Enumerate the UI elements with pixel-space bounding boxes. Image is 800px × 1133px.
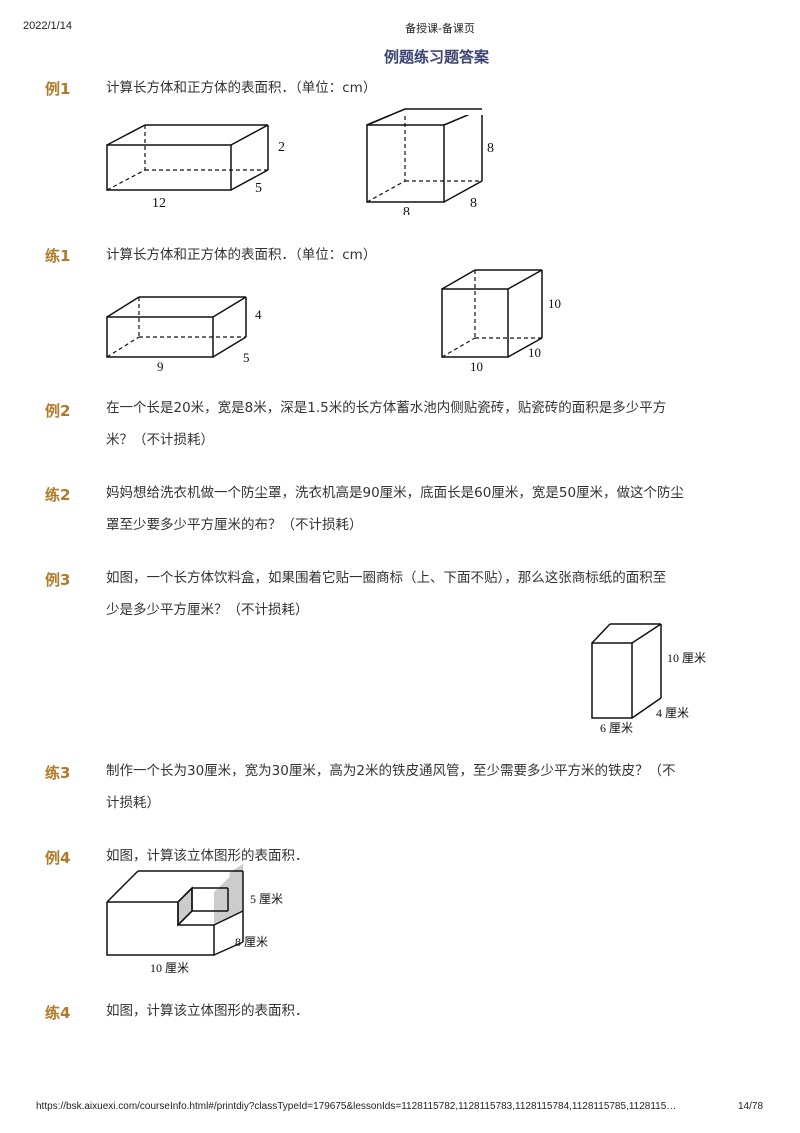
figure-cuboid-and-cube-2: 4 5 9 10 10 10 bbox=[106, 269, 561, 374]
question-text: 计算长方体和正方体的表面积．（单位：cm） bbox=[106, 80, 377, 96]
figure-notched-solid: 5 厘米 8 厘米 10 厘米 bbox=[106, 864, 283, 975]
question-text-line2: 计损耗） bbox=[106, 795, 160, 811]
svg-text:10: 10 bbox=[528, 345, 541, 360]
svg-text:10 厘米: 10 厘米 bbox=[667, 651, 706, 665]
question-text-line1: 妈妈想给洗衣机做一个防尘罩，洗衣机高是90厘米，底面长是60厘米，宽是50厘米，… bbox=[106, 485, 685, 501]
svg-text:8 厘米: 8 厘米 bbox=[235, 935, 268, 949]
question-text-line2: 米？（不计损耗） bbox=[106, 432, 214, 448]
question-tag: 例4 bbox=[45, 849, 71, 867]
figure-drink-box: 10 厘米 4 厘米 6 厘米 bbox=[591, 623, 706, 735]
question-tag: 练1 bbox=[45, 247, 71, 265]
dim-width: 5 bbox=[255, 181, 262, 196]
print-date: 2022/1/14 bbox=[23, 20, 72, 32]
question-text-line1: 制作一个长为30厘米，宽为30厘米，高为2米的铁皮通风管，至少需要多少平方米的铁… bbox=[106, 763, 676, 779]
print-header-title: 备授课-备课页 bbox=[405, 23, 475, 35]
dim-cube-length: 8 bbox=[403, 205, 410, 215]
question-text: 如图，计算该立体图形的表面积． bbox=[106, 848, 309, 864]
svg-text:6 厘米: 6 厘米 bbox=[600, 721, 633, 735]
question-text-line1: 如图，一个长方体饮料盒，如果围着它贴一圈商标（上、下面不贴），那么这张商标纸的面… bbox=[106, 570, 667, 586]
dim-cube-width: 8 bbox=[470, 196, 477, 211]
dim-height: 2 bbox=[278, 140, 285, 155]
cube-top-edge bbox=[366, 108, 482, 126]
question-tag: 练3 bbox=[45, 764, 71, 782]
dim-cube-height: 8 bbox=[487, 141, 494, 156]
svg-text:9: 9 bbox=[157, 359, 164, 374]
question-tag: 练2 bbox=[45, 486, 71, 504]
dim-length: 12 bbox=[152, 196, 166, 211]
svg-text:4: 4 bbox=[255, 307, 262, 322]
question-text-line2: 少是多少平方厘米？（不计损耗） bbox=[106, 602, 309, 618]
question-text: 计算长方体和正方体的表面积．（单位：cm） bbox=[106, 247, 377, 263]
footer-url: https://bsk.aixuexi.com/courseInfo.html#… bbox=[36, 1101, 677, 1112]
page-title: 例题练习题答案 bbox=[384, 48, 490, 66]
question-tag: 例1 bbox=[45, 80, 71, 98]
figure-cuboid-and-cube-1: 2 5 12 8 8 8 bbox=[106, 115, 494, 215]
svg-text:10: 10 bbox=[470, 359, 483, 374]
svg-text:5: 5 bbox=[243, 350, 250, 365]
question-tag: 例2 bbox=[45, 402, 71, 420]
question-text-line1: 在一个长是20米，宽是8米，深是1.5米的长方体蓄水池内侧贴瓷砖，贴瓷砖的面积是… bbox=[106, 400, 667, 416]
page-number: 14/78 bbox=[738, 1101, 764, 1112]
svg-text:10: 10 bbox=[548, 296, 561, 311]
svg-text:5 厘米: 5 厘米 bbox=[250, 892, 283, 906]
question-tag: 例3 bbox=[45, 571, 71, 589]
svg-text:4 厘米: 4 厘米 bbox=[656, 706, 689, 720]
question-text: 如图，计算该立体图形的表面积． bbox=[106, 1003, 309, 1019]
question-tag: 练4 bbox=[45, 1004, 71, 1022]
question-text-line2: 罩至少要多少平方厘米的布？（不计损耗） bbox=[106, 517, 363, 533]
svg-text:10 厘米: 10 厘米 bbox=[150, 961, 189, 975]
